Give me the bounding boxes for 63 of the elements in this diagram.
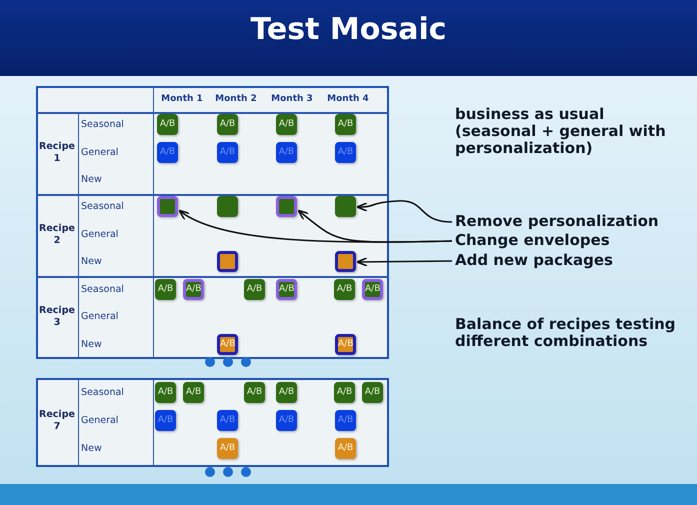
arrow [297,210,452,243]
test-tile [276,196,297,217]
row-label: New [81,339,102,350]
test-tile: A/B [155,410,176,431]
test-tile: A/B [244,279,265,300]
test-tile: A/B [335,142,356,163]
arrow [356,200,452,223]
test-tile [157,196,178,217]
row-label: Seasonal [81,201,124,212]
row-header: Recipe 7 [38,409,76,433]
test-tile: A/B [276,114,297,135]
column-header: Month 4 [327,94,369,104]
test-tile: A/B [362,279,383,300]
test-tile: A/B [276,142,297,163]
test-tile: A/B [362,382,383,403]
test-tile: A/B [335,114,356,135]
note-text: business as usual (seasonal + general with personalization) [455,106,667,157]
test-tile: A/B [157,114,178,135]
row-label: Seasonal [81,119,124,130]
row-header: Recipe 2 [38,223,76,247]
test-tile: A/B [183,279,204,300]
test-tile: A/B [335,334,356,355]
row-label: Seasonal [81,284,124,295]
row-label: General [81,147,118,158]
test-tile [217,251,238,272]
column-header: Month 1 [161,94,203,104]
column-header: Month 3 [271,94,313,104]
row-label: General [81,311,118,322]
row-label: General [81,229,118,240]
test-tile: A/B [217,334,238,355]
row-label: New [81,174,102,185]
row-label: Seasonal [81,387,124,398]
test-tile: A/B [217,114,238,135]
test-tile: A/B [155,382,176,403]
slide-title: Test Mosaic [249,12,448,47]
test-tile: A/B [217,438,238,459]
test-tile: A/B [334,382,355,403]
test-tile [335,251,356,272]
row-label: New [81,443,102,454]
test-tile: A/B [217,410,238,431]
row-header: Recipe 3 [38,305,76,329]
column-header: Month 2 [215,94,257,104]
test-tile: A/B [335,410,356,431]
annotation-text: Remove personalization [455,213,659,230]
row-label: General [81,415,118,426]
test-tile: A/B [334,279,355,300]
test-tile: A/B [276,279,297,300]
test-tile [217,196,238,217]
note-text: Balance of recipes testing different combinations [455,316,677,350]
test-tile: A/B [157,142,178,163]
row-label: New [81,256,102,267]
test-tile: A/B [155,279,176,300]
test-tile: A/B [276,382,297,403]
annotation-text: Add new packages [455,252,613,269]
test-tile: A/B [335,438,356,459]
test-tile: A/B [276,410,297,431]
test-tile: A/B [244,382,265,403]
test-tile: A/B [217,142,238,163]
row-header: Recipe 1 [38,141,76,165]
arrow [356,257,452,267]
annotation-text: Change envelopes [455,232,610,249]
test-tile [335,196,356,217]
test-tile: A/B [183,382,204,403]
